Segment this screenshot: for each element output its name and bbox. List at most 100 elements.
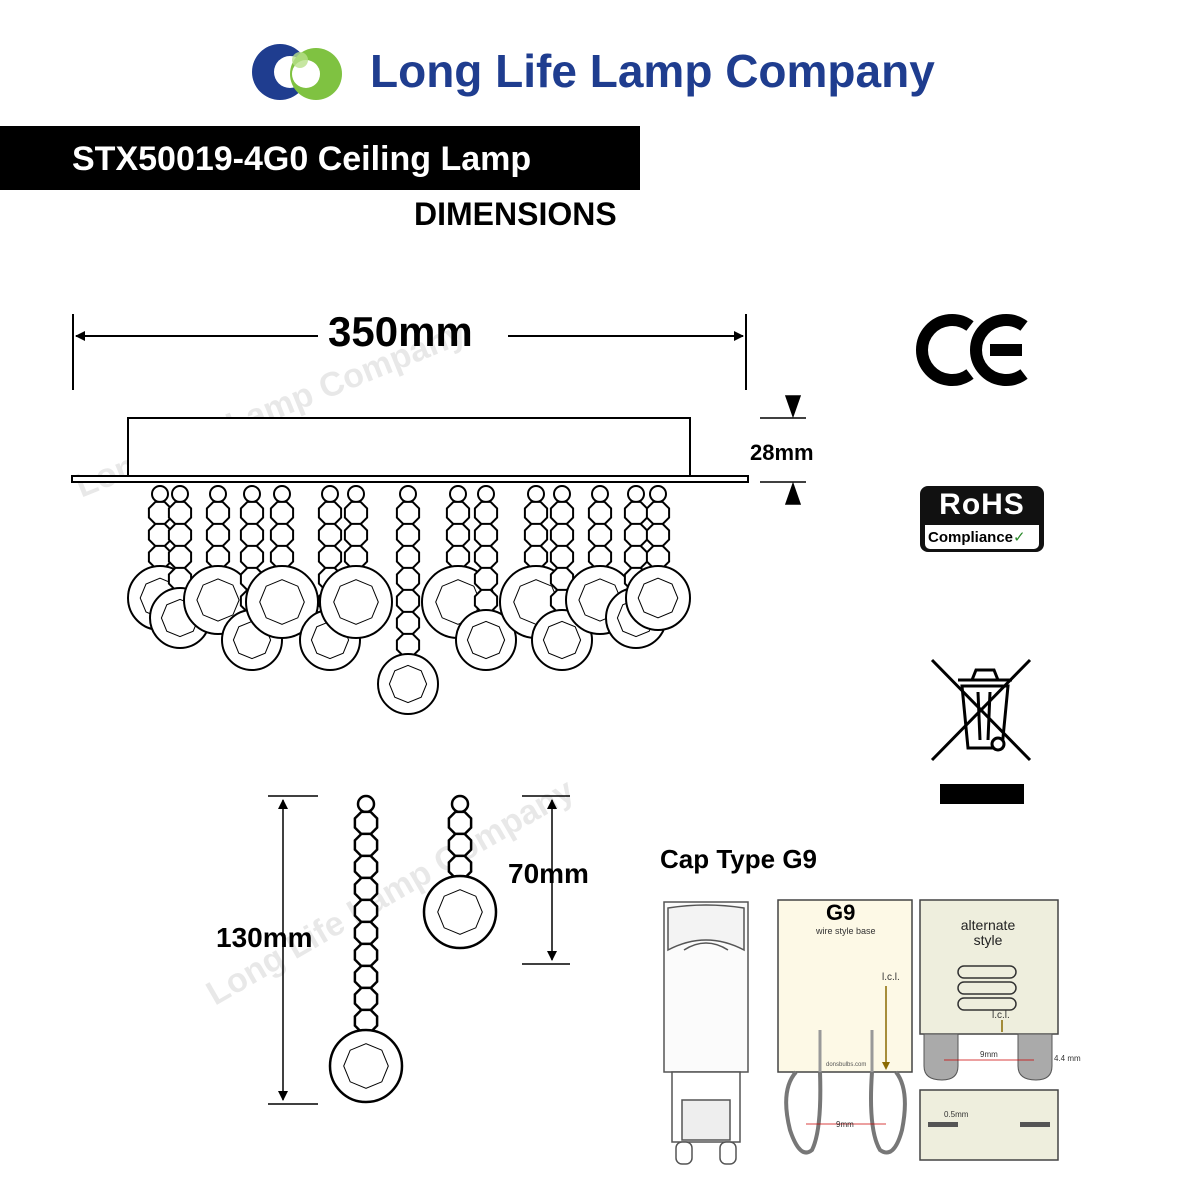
crystal-bead	[473, 522, 499, 548]
crystal-bead	[395, 610, 421, 636]
crystal-bead	[395, 588, 421, 614]
crystal-bead	[395, 544, 421, 570]
weee-bar	[940, 784, 1024, 804]
pin-gap-label: 9mm	[980, 1050, 998, 1059]
crystal-bead	[147, 522, 173, 548]
crystal-ring	[649, 485, 667, 503]
crystal-bead	[445, 522, 471, 548]
crystal-facet	[466, 620, 506, 660]
crystal-bead	[549, 500, 575, 526]
crystal-bead	[205, 500, 231, 526]
alternate-base-diagram	[919, 899, 1059, 1161]
crystal-bead	[353, 920, 379, 946]
crystal-ring	[591, 485, 609, 503]
crystal-facet	[259, 579, 305, 625]
width-label: 350mm	[328, 308, 473, 355]
crystal-bead	[167, 522, 193, 548]
crystal-bead	[269, 544, 295, 570]
crystal-ring	[399, 485, 417, 503]
crystal-ring	[151, 485, 169, 503]
crystal-ring	[209, 485, 227, 503]
crystal-bead	[147, 500, 173, 526]
crystal-bead	[549, 544, 575, 570]
pin-length-label: 4.4 mm	[1054, 1054, 1081, 1063]
crystal-bead	[353, 832, 379, 858]
crystal-bead	[645, 544, 671, 570]
rohs-compliance: Compliance✓	[928, 528, 1026, 546]
crystal-ring	[321, 485, 339, 503]
product-title: STX50019-4G0 Ceiling Lamp	[72, 140, 532, 178]
crystal-bead	[623, 544, 649, 570]
crystal-facet	[196, 578, 240, 622]
crystal-facet	[388, 664, 428, 704]
crystal-bead	[317, 500, 343, 526]
crystal-ring	[273, 485, 291, 503]
canopy-height-label: 28mm	[750, 440, 814, 465]
crystal-bead	[317, 544, 343, 570]
crystal-ring	[527, 485, 545, 503]
crystal-bead	[353, 942, 379, 968]
crystal-pendants	[127, 485, 691, 715]
crystal-bead	[523, 500, 549, 526]
crystal-ball	[422, 874, 498, 950]
crystal-bead	[239, 500, 265, 526]
rohs-lower-panel	[925, 525, 1039, 549]
crystal-ring	[627, 485, 645, 503]
crystal-bead	[473, 544, 499, 570]
ce-mark	[916, 314, 1028, 386]
crystal-ring	[553, 485, 571, 503]
site-label: donsbulbs.com	[826, 1062, 867, 1068]
crystal-bead	[353, 876, 379, 902]
crystal-bead	[645, 522, 671, 548]
crystal-bead	[269, 500, 295, 526]
crystal-facet	[637, 577, 679, 619]
brand-name: Long Life Lamp Company	[370, 45, 935, 97]
crystal-ball	[377, 653, 439, 715]
crystal-bead	[343, 500, 369, 526]
crystal-bead	[239, 544, 265, 570]
crystal-bead	[317, 522, 343, 548]
g9-bulb-drawing	[663, 901, 749, 1165]
height-dimension	[760, 395, 806, 505]
crystal-bead	[167, 544, 193, 570]
crystal-bead	[269, 522, 295, 548]
crystal-bead	[523, 522, 549, 548]
crystal-facet	[343, 1043, 389, 1089]
short-drop-label: 70mm	[508, 858, 589, 889]
crystal-bead	[147, 544, 173, 570]
crystal-bead	[473, 500, 499, 526]
crystal-facet	[437, 889, 483, 935]
lamp-canopy	[71, 417, 749, 483]
crystal-bead	[353, 898, 379, 924]
crystal-bead	[587, 522, 613, 548]
crystal-bead	[395, 522, 421, 548]
alternate-style-label: alternate style	[960, 917, 1016, 948]
crystal-bead	[395, 566, 421, 592]
crystal-ball	[625, 565, 691, 631]
g9-sub-label: wire style base	[816, 926, 876, 936]
crystal-ring	[347, 485, 365, 503]
crystal-bead	[353, 854, 379, 880]
crystal-ring	[243, 485, 261, 503]
crystal-facet	[542, 620, 582, 660]
long-drop-dimension	[268, 795, 318, 1105]
crystal-bead	[239, 522, 265, 548]
crystal-bead	[343, 544, 369, 570]
cap-type-title: Cap Type G9	[660, 844, 818, 874]
crystal-bead	[445, 544, 471, 570]
crystal-bead	[645, 500, 671, 526]
crystal-bead	[395, 632, 421, 658]
crossed-bin-icon	[930, 658, 1032, 762]
crystal-bead	[167, 500, 193, 526]
crystal-ring	[477, 485, 495, 503]
crystal-ball	[328, 1028, 404, 1104]
crystal-ring	[450, 794, 470, 814]
crystal-ring	[356, 794, 376, 814]
crystal-bead	[445, 500, 471, 526]
crystal-bead	[343, 522, 369, 548]
lcl-label: l.c.l.	[992, 1010, 1010, 1021]
crystal-bead	[353, 810, 379, 836]
crystal-bead	[353, 964, 379, 990]
pin-thickness-label: 0.5mm	[944, 1110, 969, 1119]
